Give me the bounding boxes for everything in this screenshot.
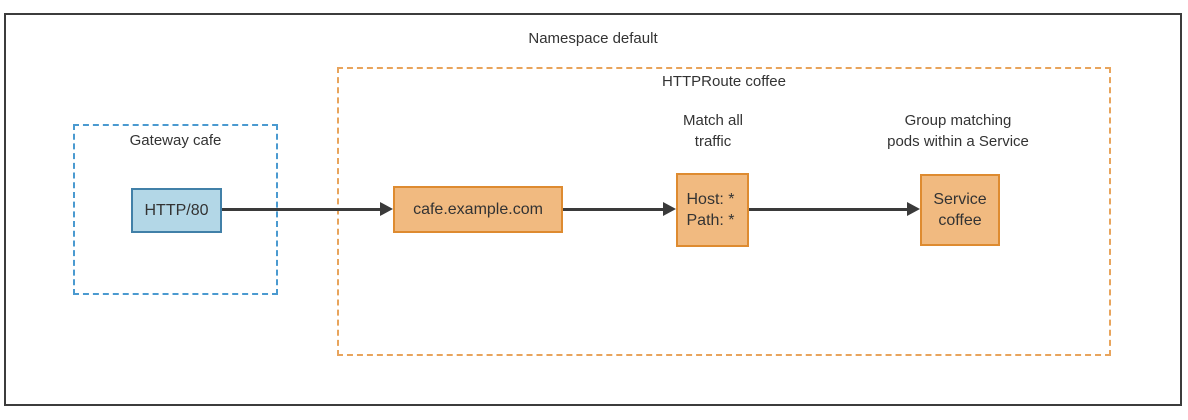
service-node-line2: coffee (938, 212, 982, 229)
match-annotation-line2: traffic (694, 133, 732, 150)
httproute-coffee-group: HTTPRoute coffee (337, 67, 1111, 356)
node-match-rule: Host: * Path: * (676, 173, 749, 247)
node-gateway-listener: HTTP/80 (131, 188, 222, 233)
service-node-line1: Service (933, 191, 987, 208)
node-service-coffee: Service coffee (920, 174, 1000, 246)
match-annotation: Match all traffic (613, 110, 813, 152)
arrow-match-to-service (749, 202, 920, 216)
match-rule-path: Path: * (686, 212, 735, 229)
arrow-hostname-to-match (563, 202, 676, 216)
hostname-label: cafe.example.com (413, 201, 543, 218)
service-annotation-line1: Group matching (904, 112, 1012, 129)
gateway-cafe-label: Gateway cafe (129, 132, 222, 149)
httproute-coffee-label: HTTPRoute coffee (662, 73, 786, 90)
service-annotation-line2: pods within a Service (887, 133, 1029, 150)
match-rule-host: Host: * (686, 191, 735, 208)
arrow-listener-to-hostname (222, 202, 393, 216)
match-annotation-line1: Match all (682, 112, 744, 129)
namespace-title: Namespace default (528, 30, 658, 47)
service-annotation: Group matching pods within a Service (848, 110, 1068, 152)
node-hostname: cafe.example.com (393, 186, 563, 233)
gateway-listener-label: HTTP/80 (144, 202, 209, 219)
